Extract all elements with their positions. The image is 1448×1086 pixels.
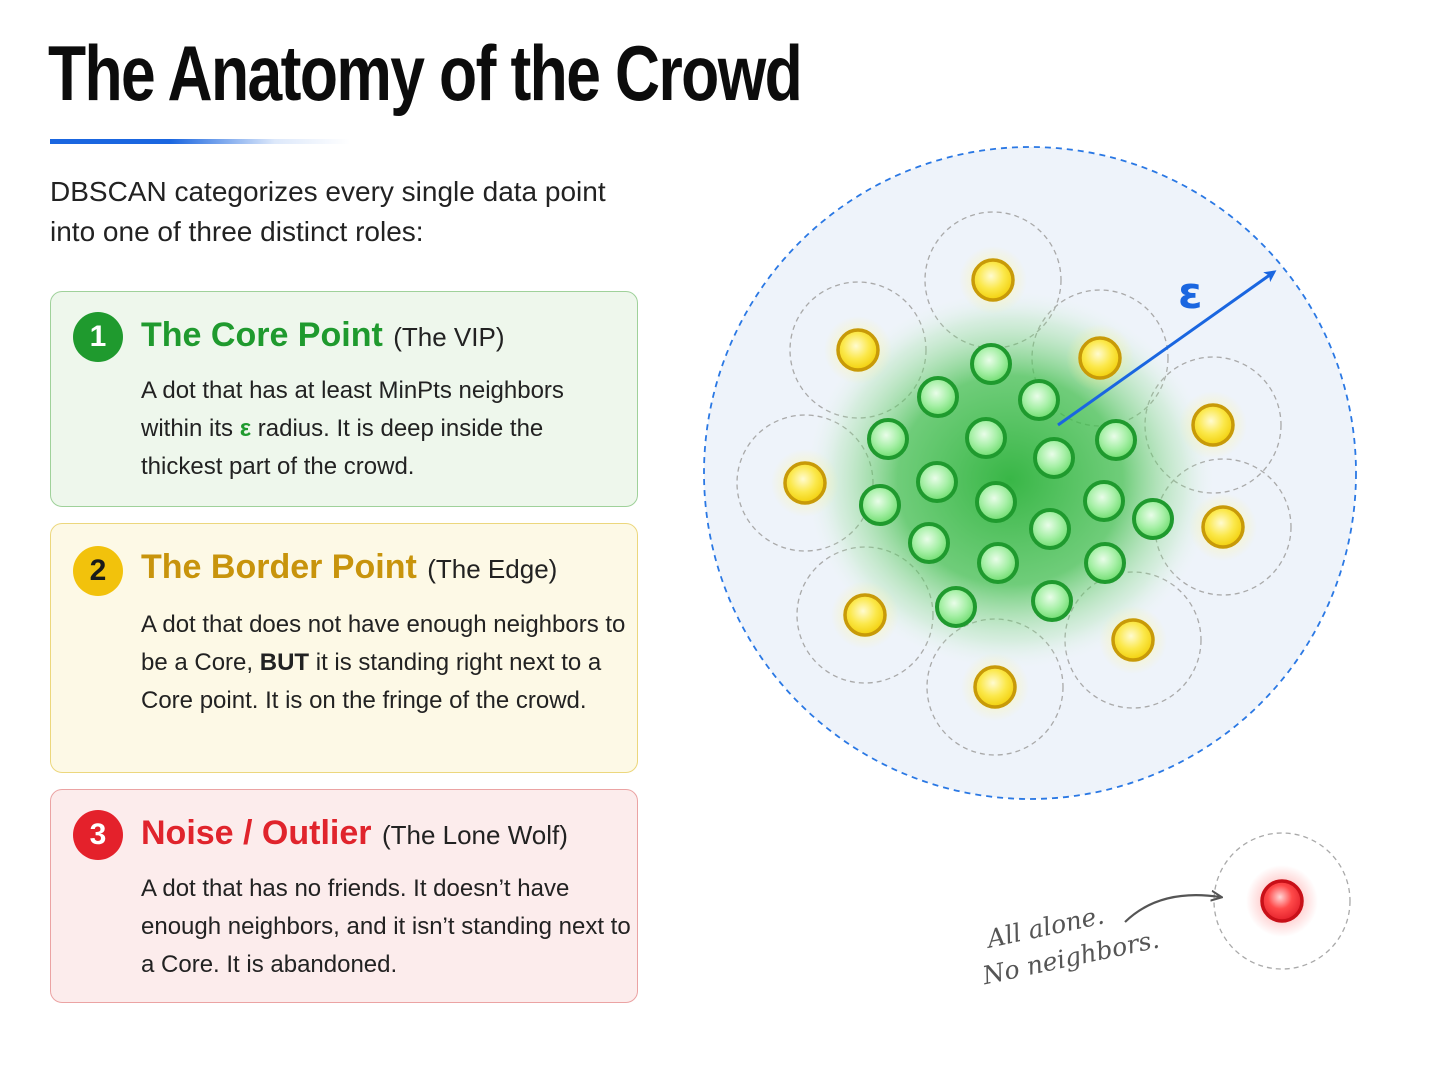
neighborhood-ring — [1031, 289, 1169, 427]
border-desc-part-a: A dot that does not have enough neighbor… — [141, 611, 626, 676]
core-point — [975, 481, 1017, 523]
title-underline — [50, 139, 350, 144]
core-point — [1132, 498, 1174, 540]
border-point — [1179, 391, 1247, 459]
core-point — [1029, 508, 1071, 550]
core-point — [916, 461, 958, 503]
page-title: The Anatomy of the Crowd — [48, 29, 803, 117]
border-point — [961, 653, 1029, 721]
core-point — [935, 586, 977, 628]
border-point — [1189, 493, 1257, 561]
core-point — [859, 484, 901, 526]
core-point — [970, 343, 1012, 385]
intro-text: DBSCAN categorizes every single data poi… — [50, 176, 606, 247]
border-point — [824, 316, 892, 384]
core-point — [1083, 480, 1125, 522]
core-point — [965, 417, 1007, 459]
noise-neighborhood-ring — [1213, 832, 1351, 970]
border-point-card: 2 The Border Point (The Edge) A dot that… — [50, 523, 638, 773]
noise-note-arrow — [1124, 895, 1220, 923]
core-card-heading: The Core Point (The VIP) — [141, 316, 505, 355]
border-point — [771, 449, 839, 517]
neighborhood-ring — [924, 211, 1062, 349]
border-point — [959, 246, 1027, 314]
border-card-subtitle: (The Edge) — [427, 554, 558, 584]
core-card-subtitle: (The VIP) — [393, 322, 505, 352]
core-point — [1033, 437, 1075, 479]
core-point-card: 1 The Core Point (The VIP) A dot that ha… — [50, 291, 638, 507]
border-point — [831, 581, 899, 649]
core-point — [908, 522, 950, 564]
border-desc-emphasis: BUT — [259, 649, 310, 676]
epsilon-symbol: ε — [239, 415, 252, 442]
neighborhood-ring — [1144, 356, 1282, 494]
noise-card-title: Noise / Outlier — [141, 814, 372, 852]
core-point — [1095, 419, 1137, 461]
core-point — [977, 542, 1019, 584]
noise-note: All alone. No neighbors. — [979, 900, 1162, 990]
border-points — [771, 246, 1257, 721]
core-card-description: A dot that has at least MinPts neighbors… — [141, 372, 631, 486]
noise-point-card: 3 Noise / Outlier (The Lone Wolf) A dot … — [50, 789, 638, 1003]
epsilon-label: ε — [1178, 268, 1203, 319]
border-point — [1066, 324, 1134, 392]
core-points — [859, 343, 1174, 628]
noise-card-description: A dot that has no friends. It doesn’t ha… — [141, 875, 631, 978]
core-point — [1031, 580, 1073, 622]
neighborhood-ring — [1154, 458, 1292, 596]
border-desc-part-b: it is standing right next to a Core poin… — [141, 649, 602, 714]
core-point — [1084, 542, 1126, 584]
noise-card-heading: Noise / Outlier (The Lone Wolf) — [141, 814, 568, 853]
border-number-badge: 2 — [73, 546, 123, 596]
core-desc-part-a: A dot that has at least MinPts neighbors… — [141, 377, 564, 442]
noise-point — [1260, 879, 1304, 923]
border-card-heading: The Border Point (The Edge) — [141, 548, 557, 587]
epsilon-radius-arrow — [1057, 270, 1277, 427]
noise-number-badge: 3 — [73, 810, 123, 860]
border-point — [1099, 606, 1167, 674]
core-card-title: The Core Point — [141, 316, 383, 354]
noise-card-subtitle: (The Lone Wolf) — [381, 820, 568, 850]
border-card-description: A dot that does not have enough neighbor… — [141, 606, 631, 720]
core-desc-part-b: radius. It is deep inside the thickest p… — [141, 415, 544, 480]
core-point — [1018, 379, 1060, 421]
core-point — [867, 418, 909, 460]
core-point — [917, 376, 959, 418]
core-number-badge: 1 — [73, 312, 123, 362]
border-card-title: The Border Point — [141, 548, 417, 586]
